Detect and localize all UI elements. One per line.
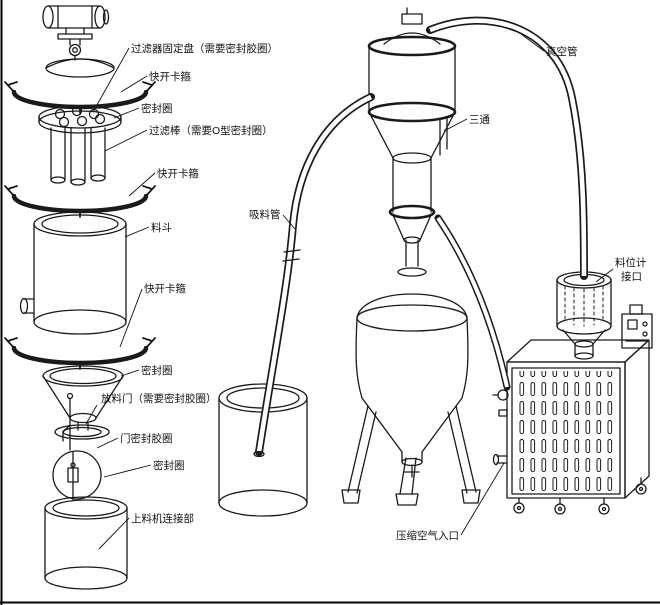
pump-hose-tube	[434, 214, 511, 391]
annotation-vacuum-pipe: 真空管	[520, 33, 578, 58]
vacuum-pipe-tube	[426, 16, 588, 280]
annotation-filter-rod: 过滤棒（需要O型密封圈）	[104, 124, 273, 152]
annotation-hopper: 料斗	[124, 221, 172, 238]
label-filter-rod: 过滤棒（需要O型密封圈）	[149, 124, 273, 137]
label-quick-clamp-1: 快开卡箍	[149, 70, 191, 83]
label-seal-ring-3: 密封圈	[153, 459, 185, 472]
label-quick-clamp-2: 快开卡箍	[157, 167, 199, 180]
annotation-tee-joint: 三通	[443, 114, 490, 132]
label-quick-clamp-3: 快开卡箍	[144, 282, 186, 295]
label-vacuum-pipe: 真空管	[546, 45, 578, 58]
label-level-port-line1: 料位计	[615, 256, 647, 269]
annotation-filter-plate: 过滤器固定盘（需要密封胶圈）	[92, 42, 278, 113]
annotation-seal-ring-2: 密封圈	[120, 364, 173, 377]
top-lid-dome	[45, 58, 115, 78]
label-seal-ring-1: 密封圈	[141, 102, 173, 115]
label-door-seal-ring: 门密封胶圈	[120, 432, 173, 445]
label-level-port-line2: 接口	[621, 270, 642, 283]
annotation-door-seal-ring: 门密封胶圈	[96, 432, 173, 449]
feeder-connection-cylinder	[44, 496, 128, 590]
door-seal-assembly	[52, 450, 102, 501]
hopper-body	[19, 211, 127, 335]
label-hopper: 料斗	[151, 221, 172, 234]
vacuum-generator	[42, 5, 110, 61]
label-seal-ring-2: 密封圈	[141, 364, 173, 377]
filter-plate-assembly	[38, 105, 122, 186]
vacuum-receiver	[367, 7, 457, 267]
annotation-quick-clamp-3: 快开卡箍	[119, 282, 186, 348]
suction-pipe-tube	[253, 93, 375, 458]
label-filter-plate: 过滤器固定盘（需要密封胶圈）	[131, 42, 278, 55]
assembled-view	[218, 7, 653, 517]
pump-cabinet	[492, 304, 653, 515]
label-feeder-connection: 上料机连接部	[131, 512, 194, 525]
annotation-suction-pipe: 吸料管	[249, 208, 296, 230]
annotation-seal-ring-1: 密封圈	[113, 102, 173, 119]
label-discharge-door: 放料门（需要密封胶圈）	[101, 392, 217, 405]
exploded-view	[5, 5, 155, 590]
storage-vessel	[341, 267, 481, 506]
label-suction-pipe: 吸料管	[249, 208, 281, 221]
annotation-compressed-air-inlet: 压缩空气入口	[396, 462, 505, 542]
annotations: 过滤器固定盘（需要密封胶圈） 快开卡箍 密封圈 过滤棒（需要O型密封圈） 快开卡…	[85, 33, 647, 550]
discharge-door-assembly	[54, 392, 110, 451]
label-tee-joint: 三通	[469, 114, 490, 126]
annotation-quick-clamp-1: 快开卡箍	[120, 70, 191, 93]
annotation-feeder-connection: 上料机连接部	[98, 512, 194, 550]
annotation-quick-clamp-2: 快开卡箍	[128, 167, 199, 197]
quick-clamp-ring-3	[5, 338, 155, 369]
annotation-seal-ring-3: 密封圈	[103, 459, 185, 478]
label-compressed-air-inlet: 压缩空气入口	[396, 529, 459, 542]
level-gauge-cylinder	[556, 271, 612, 360]
annotation-level-port: 料位计 接口	[595, 256, 647, 283]
annotation-discharge-door: 放料门（需要密封胶圈）	[85, 392, 217, 425]
